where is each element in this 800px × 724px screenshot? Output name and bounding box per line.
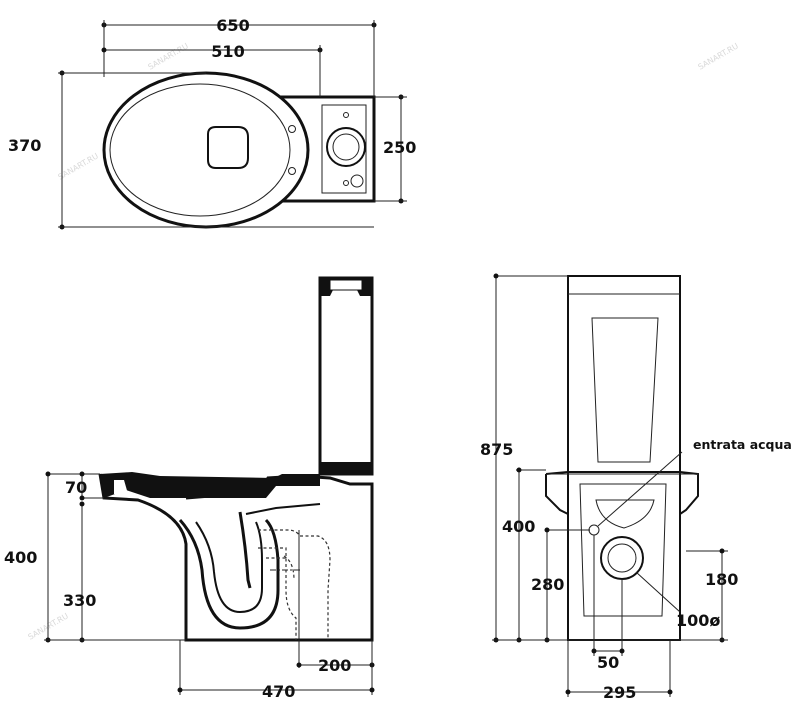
trap-outer [178, 518, 280, 630]
dim-dot-280-top [544, 527, 550, 533]
dim-label-400-front: 400 [502, 517, 535, 536]
tank-outline-front [567, 275, 681, 473]
bowl-body-side [98, 473, 374, 642]
dim-dot-295-right [667, 689, 673, 695]
trap-inner [195, 521, 263, 614]
dim-label-295: 295 [603, 683, 636, 702]
outlet-curve-dashed [283, 555, 295, 581]
bowl-outer-top [102, 71, 310, 229]
dim-label-330: 330 [63, 591, 96, 610]
dim-label-70: 70 [65, 478, 87, 497]
watermark-2: SANART.RU [697, 41, 741, 71]
bowl-opening-top [207, 126, 249, 169]
watermark-1: SANART.RU [147, 41, 191, 71]
front-view: entrata acqua 100ø 875 400 280 180 [480, 273, 792, 702]
dim-dot-510-left [101, 47, 107, 53]
dim-label-200: 200 [318, 656, 351, 675]
dim-label-650: 650 [216, 16, 249, 35]
outlet-pipe-dashed-inner [258, 547, 297, 640]
outlet-circle-inner [607, 543, 637, 573]
trap-wall [238, 511, 252, 589]
tank-hole-2 [343, 180, 349, 186]
tank-hole-1 [343, 112, 349, 118]
rim-slot-side [114, 480, 128, 494]
dim-dot-295-left [565, 689, 571, 695]
trap-top [245, 503, 321, 515]
tank-inner-top [321, 104, 367, 194]
outlet-pipe-dashed [258, 529, 331, 640]
dim-dot-50-left [591, 648, 597, 654]
dim-dot-70-bottom [79, 495, 85, 501]
dim-dot-875-top [493, 273, 499, 279]
flush-valve-inner [332, 133, 360, 161]
dim-label-470: 470 [262, 682, 295, 701]
dim-dot-400f-top [516, 467, 522, 473]
bowl-outline-front [545, 470, 699, 641]
leader-water-inlet [597, 451, 683, 527]
dim-label-250: 250 [383, 138, 416, 157]
tank-base-side [320, 462, 372, 474]
dim-label-280: 280 [531, 575, 564, 594]
bowl-opening-front [595, 499, 655, 529]
top-view: 650 510 370 250 [8, 16, 416, 230]
fill-valve [350, 174, 364, 188]
side-view: 70 400 330 200 470 [4, 276, 375, 701]
tank-outline-side [318, 276, 374, 476]
dim-dot-180-top [719, 548, 725, 554]
label-pipe-diameter: 100ø [676, 611, 720, 630]
hinge-hole-1 [288, 125, 296, 133]
bowl-left-edge-front [545, 474, 569, 515]
dim-dot-470-left [177, 687, 183, 693]
tank-lid-button [329, 279, 363, 291]
water-inlet-circle [588, 524, 600, 536]
dim-label-180: 180 [705, 570, 738, 589]
bowl-inner-front [579, 483, 667, 617]
dim-dot-70-top [79, 471, 85, 477]
bowl-rim-top [109, 83, 291, 217]
rim-side [100, 472, 320, 498]
dim-label-50: 50 [597, 653, 619, 672]
hinge-hole-2 [288, 167, 296, 175]
dim-label-400-side: 400 [4, 548, 37, 567]
tank-panel-front [591, 317, 659, 463]
dim-label-370: 370 [8, 136, 41, 155]
dim-dot-50-right [619, 648, 625, 654]
dim-label-510: 510 [211, 42, 244, 61]
dim-dot-330-top [79, 501, 85, 507]
label-water-inlet: entrata acqua [693, 437, 792, 452]
flush-valve-outer [326, 127, 366, 167]
dim-dot-470-right [369, 687, 375, 693]
leader-pipe-diameter [635, 571, 681, 613]
dim-dot-400-top [45, 471, 51, 477]
dim-dot-200-left [296, 662, 302, 668]
watermark-3: SANART.RU [57, 151, 101, 181]
dim-label-875: 875 [480, 440, 513, 459]
